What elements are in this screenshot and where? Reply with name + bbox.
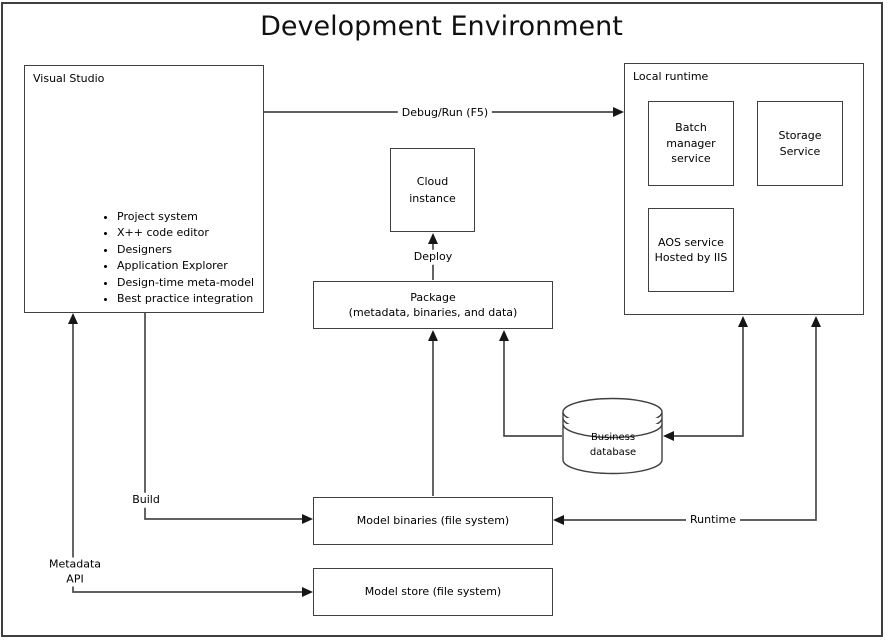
deploy-label: Deploy [409,249,457,265]
storage-service-box: Storage Service [757,101,843,186]
build-label: Build [128,492,164,508]
visual-studio-label: Visual Studio [33,72,105,85]
feature-best-practice-integration: Best practice integration [117,291,254,307]
feature-xpp-code-editor: X++ code editor [117,225,254,241]
local-runtime-label: Local runtime [633,70,709,83]
database-cylinder-icon [562,397,663,475]
model-store-box: Model store (file system) [313,568,553,616]
feature-designers: Designers [117,242,254,258]
feature-design-time-meta-model: Design-time meta-model [117,275,254,291]
model-binaries-box: Model binaries (file system) [313,497,553,545]
arrow-database-to-package [499,330,562,437]
arrow-runtime [553,316,821,525]
visual-studio-feature-list: Project system X++ code editor Designers… [97,209,254,307]
arrow-runtime-database [663,316,748,441]
visual-studio-box: Visual Studio Project system X++ code ed… [24,65,264,313]
batch-manager-service-box: Batch manager service [648,101,734,186]
feature-project-system: Project system [117,209,254,225]
metadata-api-label: Metadata API [44,557,106,587]
diagram-title: Development Environment [260,11,623,42]
aos-service-box: AOS service Hosted by IIS [648,208,734,292]
business-database-label: Business database [589,432,637,458]
runtime-label: Runtime [686,512,740,528]
debug-run-label: Debug/Run (F5) [397,105,493,121]
local-runtime-box: Local runtime Batch manager service Stor… [624,63,864,315]
package-box: Package (metadata, binaries, and data) [313,281,553,329]
feature-application-explorer: Application Explorer [117,258,254,274]
arrow-binaries-to-package [428,330,438,496]
cloud-instance-box: Cloud instance [390,148,475,232]
arrow-build [144,313,313,524]
arrow-metadata-api [68,313,313,597]
